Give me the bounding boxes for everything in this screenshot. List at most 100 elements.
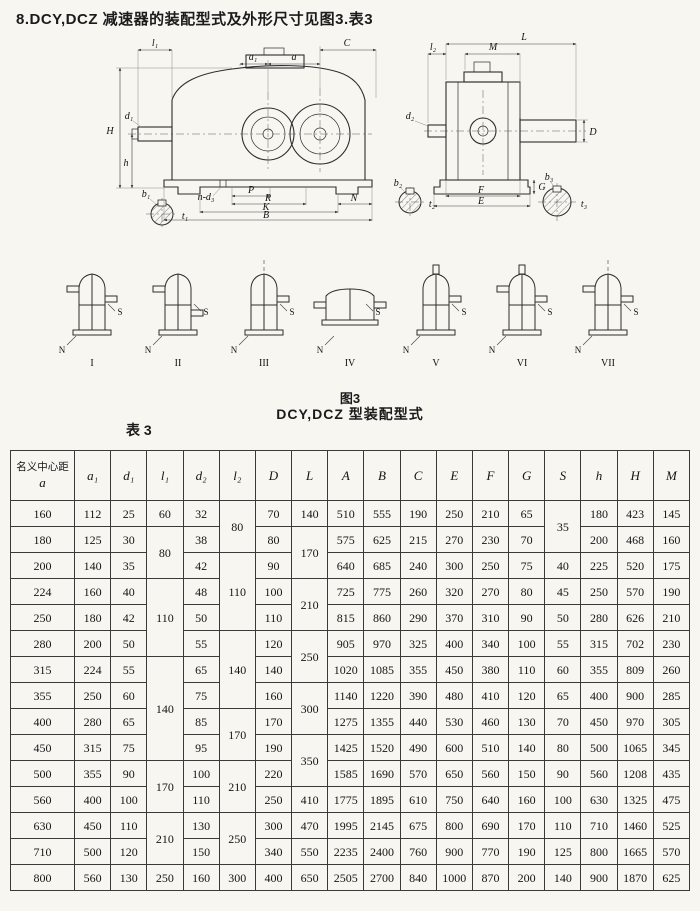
- table-cell: 170: [508, 812, 546, 839]
- table-cell: 400: [254, 864, 293, 891]
- table-cell: 112: [73, 500, 112, 527]
- row-center-distance: 400: [10, 708, 75, 735]
- dim-label-t2: t₂: [429, 199, 436, 210]
- table-cell: 675: [399, 812, 437, 839]
- dim-label-a1: a₁: [249, 52, 257, 63]
- table-cell: 120: [254, 630, 293, 657]
- column-header-7: L: [291, 450, 329, 501]
- table-cell: 809: [616, 656, 654, 683]
- table-cell: 55: [110, 656, 148, 683]
- table-cell: 315: [73, 734, 112, 761]
- dim-label-b1: b₁: [142, 189, 150, 200]
- table-cell: 355: [399, 656, 437, 683]
- table-cell: 42: [110, 604, 148, 631]
- row-center-distance: 800: [10, 864, 75, 891]
- table-cell: 75: [182, 682, 220, 709]
- table-cell: 320: [435, 578, 473, 605]
- dim-label-P: P: [247, 185, 254, 196]
- table-cell: 125: [73, 526, 112, 553]
- table-cell: 285: [652, 682, 691, 709]
- table-cell: 150: [508, 760, 546, 787]
- table-cell: 400: [73, 786, 112, 813]
- variant-numeral: III: [259, 358, 269, 369]
- row-center-distance: 200: [10, 552, 75, 579]
- dim-label-L: L: [520, 32, 527, 43]
- table-cell: 305: [652, 708, 691, 735]
- table-cell: 475: [652, 786, 691, 813]
- page-title: 8.DCY,DCZ 减速器的装配型式及外形尺寸见图3.表3: [16, 11, 374, 28]
- variant-s-label: S: [461, 307, 466, 317]
- variant-numeral: V: [432, 358, 440, 369]
- table-cell: 280: [580, 604, 618, 631]
- table-cell: 80: [218, 500, 256, 553]
- table-cell: 175: [652, 552, 691, 579]
- table-cell: 280: [73, 708, 112, 735]
- table-cell: 300: [435, 552, 473, 579]
- table-cell: 210: [471, 500, 510, 527]
- table-cell: 190: [254, 734, 293, 761]
- table-cell: 350: [291, 734, 329, 787]
- table-cell: 450: [73, 812, 112, 839]
- table-cell: 270: [471, 578, 510, 605]
- table-cell: 140: [73, 552, 112, 579]
- table-cell: 140: [508, 734, 546, 761]
- table-cell: 300: [254, 812, 293, 839]
- dim-label-l2: l₂: [430, 42, 437, 53]
- table-cell: 230: [471, 526, 510, 553]
- table-cell: 130: [508, 708, 546, 735]
- table-cell: 2505: [327, 864, 365, 891]
- row-center-distance: 224: [10, 578, 75, 605]
- table-cell: 160: [182, 864, 220, 891]
- column-header-17: M: [652, 450, 691, 501]
- table-cell: 190: [508, 838, 546, 865]
- variant-s-label: S: [633, 307, 638, 317]
- table-cell: 355: [580, 656, 618, 683]
- variant-numeral: VI: [517, 358, 528, 369]
- table-cell: 120: [508, 682, 546, 709]
- table-cell: 1520: [363, 734, 401, 761]
- column-header-16: H: [616, 450, 654, 501]
- table-cell: 1140: [327, 682, 365, 709]
- table-cell: 1065: [616, 734, 654, 761]
- row-center-distance: 450: [10, 734, 75, 761]
- column-header-6: D: [254, 450, 293, 501]
- table-cell: 80: [544, 734, 582, 761]
- column-header-15: h: [580, 450, 618, 501]
- table-cell: 220: [254, 760, 293, 787]
- table-cell: 140: [544, 864, 582, 891]
- table-cell: 315: [580, 630, 618, 657]
- column-header-3: l₁: [146, 450, 184, 501]
- table-cell: 525: [652, 812, 691, 839]
- dim-label-F: F: [477, 185, 485, 196]
- table-cell: 1995: [327, 812, 365, 839]
- table-cell: 170: [146, 760, 184, 813]
- table-cell: 200: [580, 526, 618, 553]
- table-cell: 1220: [363, 682, 401, 709]
- table-cell: 310: [471, 604, 510, 631]
- table-cell: 75: [110, 734, 148, 761]
- figure-number: 图3: [339, 391, 361, 406]
- table-cell: 468: [616, 526, 654, 553]
- table-cell: 100: [508, 630, 546, 657]
- table-cell: 260: [399, 578, 437, 605]
- dim-label-N: N: [350, 193, 359, 204]
- table-cell: 400: [580, 682, 618, 709]
- table-cell: 560: [73, 864, 112, 891]
- table-cell: 800: [435, 812, 473, 839]
- dim-label-d1: d₁: [125, 111, 133, 122]
- table-cell: 760: [399, 838, 437, 865]
- table-cell: 860: [363, 604, 401, 631]
- table-cell: 170: [218, 708, 256, 761]
- table-cell: 38: [182, 526, 220, 553]
- table-cell: 725: [327, 578, 365, 605]
- table-cell: 575: [327, 526, 365, 553]
- table-cell: 50: [182, 604, 220, 631]
- table-cell: 345: [652, 734, 691, 761]
- table-cell: 400: [435, 630, 473, 657]
- table-cell: 380: [471, 656, 510, 683]
- table-cell: 110: [110, 812, 148, 839]
